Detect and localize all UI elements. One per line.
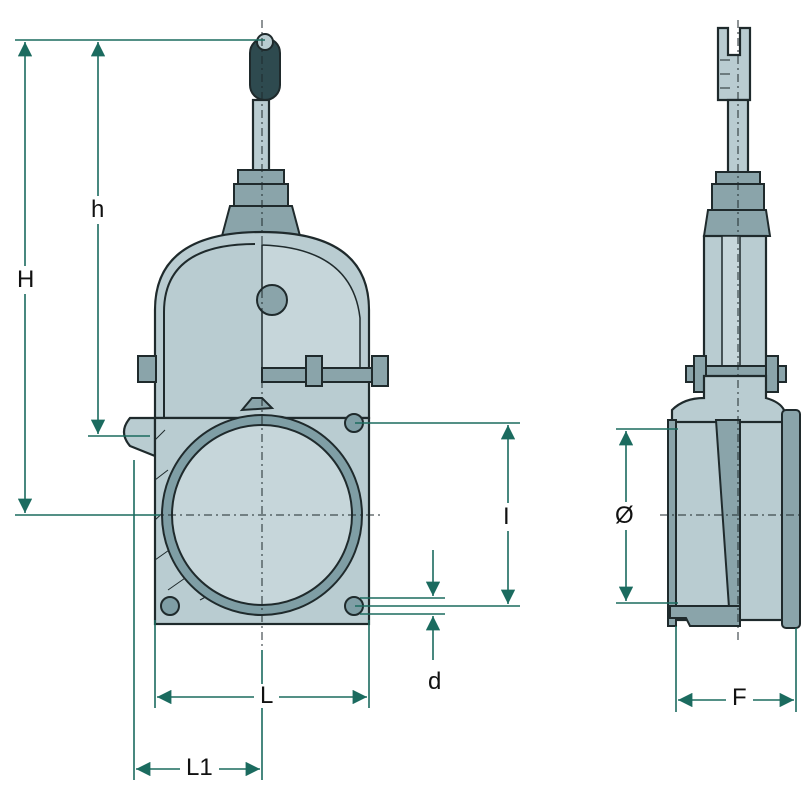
label-h: h	[90, 196, 106, 224]
body-boss	[256, 284, 288, 316]
gland-nut	[233, 183, 289, 207]
cover-plate	[261, 244, 361, 373]
side-view	[660, 20, 801, 640]
label-I: I	[501, 503, 512, 531]
label-d: d	[428, 668, 442, 695]
side-flange-left	[667, 419, 677, 627]
bonnet-bolt-bar	[261, 367, 387, 383]
side-bottom-flange	[669, 605, 741, 627]
side-lug	[137, 355, 157, 383]
label-H: H	[16, 266, 36, 294]
bonnet-bolt-1	[305, 355, 323, 387]
stem-fork	[716, 26, 752, 102]
label-L1: L1	[180, 756, 219, 780]
side-body-top	[670, 374, 786, 427]
side-bonnet-neck	[702, 209, 772, 237]
side-flange-right	[781, 409, 801, 629]
label-L: L	[254, 684, 280, 708]
label-diameter: Ø	[614, 502, 635, 530]
front-view	[122, 20, 389, 650]
label-F: F	[726, 686, 753, 710]
bonnet-bolt-2	[371, 355, 389, 387]
gland-top	[237, 169, 285, 185]
body-wall-left	[163, 243, 256, 420]
handle-eye	[256, 33, 274, 51]
side-bolt-2	[765, 355, 779, 393]
bolt-hole-bottom-left	[160, 596, 180, 616]
left-boss	[122, 416, 157, 458]
